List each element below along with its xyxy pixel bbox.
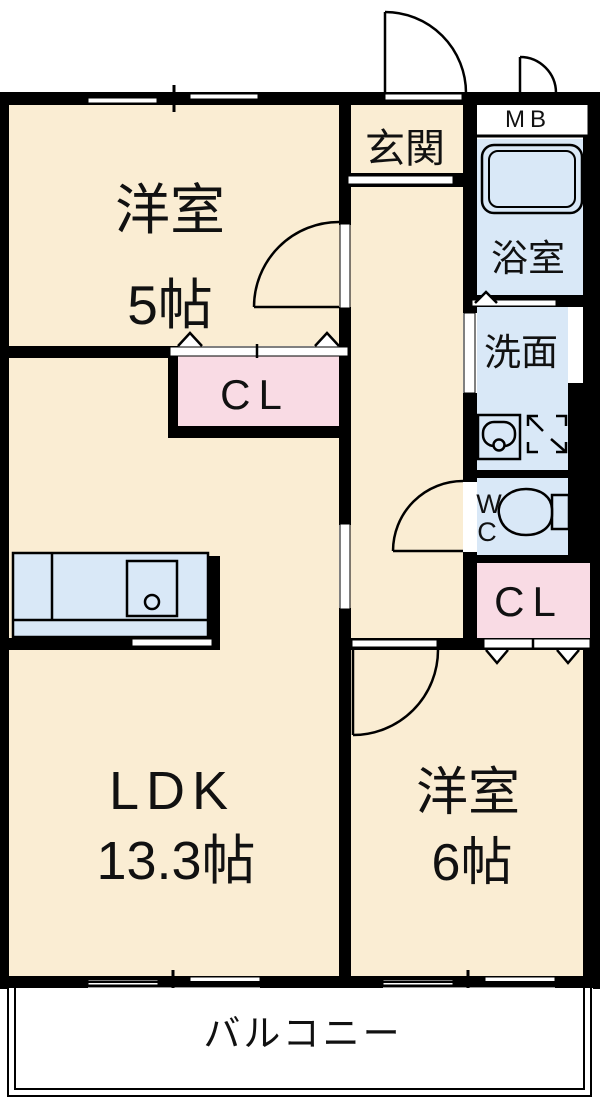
wall: [0, 346, 178, 358]
closet-hall-folding-door: [169, 346, 349, 357]
wall: [463, 552, 477, 650]
wall: [339, 307, 351, 525]
bedroom6-door-sill: [351, 639, 438, 648]
fixtures: [11, 143, 584, 639]
room-bedroom6-floor: [351, 650, 583, 976]
ldk-label: LDK: [109, 761, 235, 821]
wall: [463, 105, 477, 313]
bedroom6-door-arc: [352, 649, 440, 737]
wall-left: [0, 92, 9, 988]
bedroom5-door-arc: [252, 220, 340, 308]
wall: [463, 470, 568, 478]
bedroom5-label: 洋室: [115, 179, 225, 241]
washer-pan-arrow: [527, 415, 544, 432]
washbasin-drain-icon: [492, 438, 506, 452]
washer-pan-arrow: [526, 414, 538, 426]
wall: [168, 426, 351, 438]
wall: [339, 608, 351, 988]
closet-hall-floor: [178, 356, 339, 426]
washer-pan-icon: [526, 414, 568, 454]
folding-chevron-icon: [314, 331, 340, 347]
wall: [568, 383, 584, 563]
toilet-bowl-icon: [497, 487, 554, 537]
labels: 洋室 5帖 玄関 MB 浴室 洗面 W C CL CL LDK 13.3帖 洋室…: [96, 106, 565, 1054]
wall: [339, 92, 351, 225]
entrance-label: 玄関: [365, 127, 445, 171]
washer-pan-arrow: [556, 414, 568, 426]
wall: [168, 346, 178, 438]
bathroom-label: 浴室: [491, 238, 565, 279]
bedroom6-size-label: 6帖: [432, 834, 513, 892]
kitchen-counter-opening: [131, 638, 213, 647]
entrance-door-arc: [384, 10, 468, 94]
bathtub-icon: [488, 150, 576, 208]
folding-chevron-icon: [177, 331, 203, 347]
balcony: [7, 981, 593, 1098]
folding-chevron-icon: [485, 649, 509, 665]
washroom-door-opening: [463, 312, 476, 394]
bedroom6-label: 洋室: [416, 764, 520, 822]
closet-bedroom6-folding-door: [483, 638, 591, 649]
window-sash: [189, 93, 259, 100]
bedroom5-door-opening: [339, 223, 351, 309]
entrance-step-sill: [347, 175, 454, 185]
ldk-hall-opening: [339, 523, 351, 610]
folding-chevron-icon: [474, 290, 498, 304]
closet-bedroom6-floor: [477, 563, 590, 640]
room-fills: [9, 105, 583, 976]
wall: [583, 92, 600, 988]
meter-box-label: MB: [505, 106, 551, 133]
closet-bedroom6-label: CL: [494, 578, 564, 625]
closet-hall-label: CL: [220, 371, 290, 418]
wall: [463, 555, 600, 563]
wall-kitchen: [208, 556, 220, 650]
entrance-door-sill: [384, 93, 463, 101]
door-arcs: [252, 10, 558, 737]
wc-door-arc: [391, 479, 464, 552]
folding-door-marks: [177, 290, 580, 665]
door-sills: [131, 93, 591, 649]
washer-pan-arrow: [550, 438, 567, 453]
bathtub-icon: [480, 143, 584, 215]
kitchen-counter-icon: [11, 551, 210, 639]
balcony-label: バルコニー: [203, 1013, 402, 1054]
wall: [463, 393, 477, 482]
balcony-rail-inner: [14, 981, 585, 1090]
balcony-floor: [7, 988, 593, 1098]
meter-box: [468, 98, 591, 138]
washer-pan-arrow: [526, 442, 538, 454]
ldk-size-label: 13.3帖: [96, 831, 255, 891]
meter-box-door-arc: [519, 55, 558, 94]
washroom-label: 洗面: [484, 332, 558, 373]
wc-label: W: [476, 489, 502, 519]
stove-burner-icon: [143, 593, 161, 611]
folding-chevron-icon: [556, 649, 580, 665]
window-sash: [87, 97, 158, 104]
wc-label: C: [477, 517, 497, 547]
bathroom-door-sill: [471, 299, 557, 307]
room-ldk-floor: [9, 358, 339, 976]
entrance-hall-floor: [348, 105, 463, 650]
toilet-tank-icon: [550, 493, 571, 531]
bedroom5-size-label: 5帖: [127, 274, 213, 336]
